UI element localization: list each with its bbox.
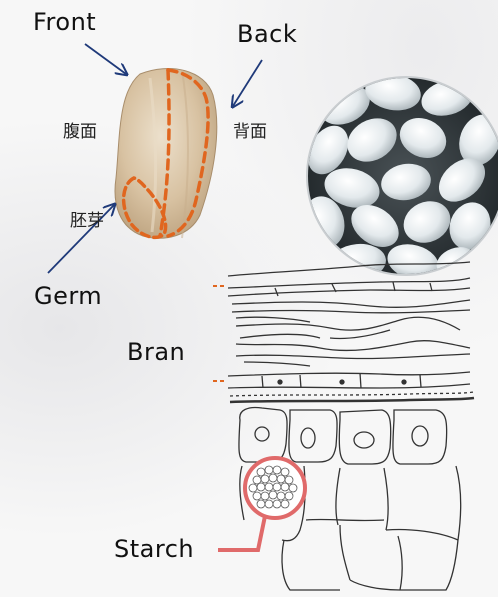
polished-rice-photo <box>298 69 498 285</box>
starch-label: Starch <box>114 537 194 561</box>
ventral-side-label: 腹面 <box>63 124 97 141</box>
rice-grain <box>115 69 217 239</box>
germ-label: Germ <box>34 284 102 308</box>
dorsal-side-label: 背面 <box>233 124 267 141</box>
back-arrow <box>233 60 262 106</box>
bran-layers-drawing <box>213 262 474 402</box>
embryo-label: 胚芽 <box>70 213 104 230</box>
bran-label: Bran <box>127 340 185 364</box>
back-label: Back <box>237 22 297 46</box>
front-label: Front <box>33 10 96 34</box>
starch-callout <box>218 458 305 550</box>
front-arrow <box>85 44 126 74</box>
